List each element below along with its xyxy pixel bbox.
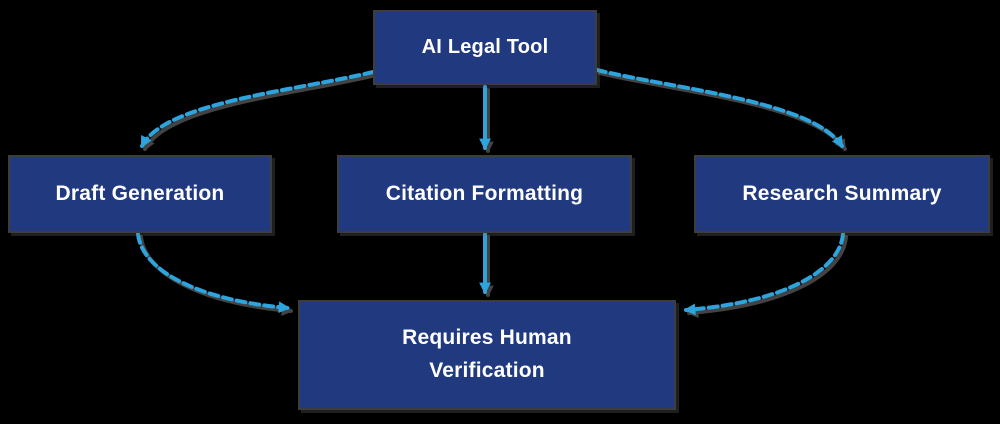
edge-draft-generation-to-requires-human-verification xyxy=(136,232,291,314)
node-label: Research Summary xyxy=(742,181,942,205)
edge-ai-legal-tool-to-research-summary xyxy=(595,68,844,148)
node-label: Requires Human Verification xyxy=(402,326,572,382)
node-requires-human-verification: Requires Human Verification xyxy=(298,300,676,410)
edge-research-summary-to-requires-human-verification xyxy=(683,232,845,316)
node-label: AI Legal Tool xyxy=(421,36,549,58)
node-draft-generation: Draft Generation xyxy=(8,155,272,233)
edge-ai-legal-tool-to-draft-generation xyxy=(140,70,375,149)
node-research-summary: Research Summary xyxy=(694,155,990,233)
node-ai-legal-tool: AI Legal Tool xyxy=(373,10,597,85)
node-citation-formatting: Citation Formatting xyxy=(337,155,632,233)
node-label: Draft Generation xyxy=(55,181,225,205)
node-label: Citation Formatting xyxy=(385,181,584,205)
